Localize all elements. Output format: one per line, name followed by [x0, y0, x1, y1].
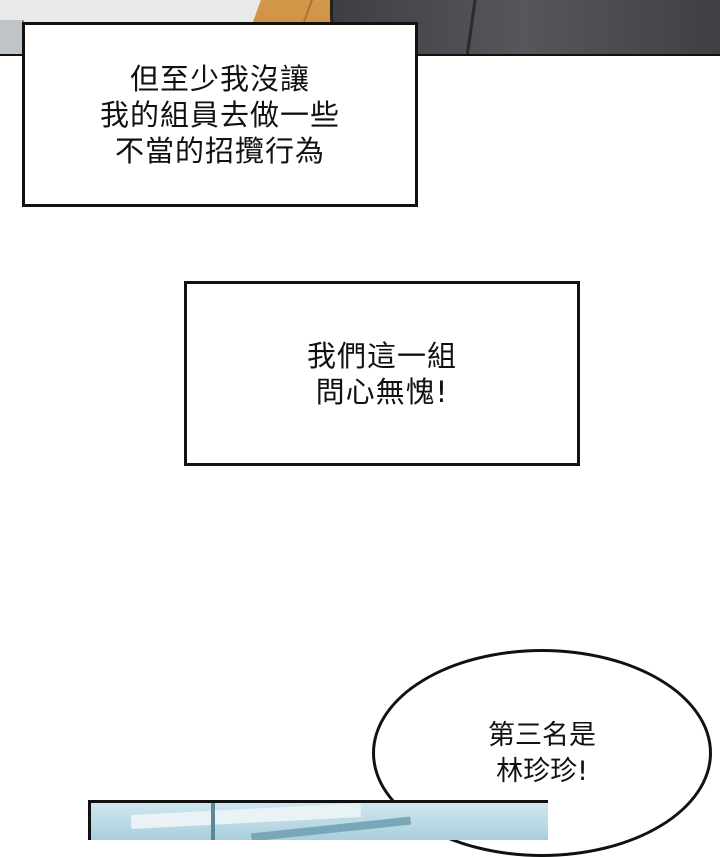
bottom-comic-panel: [88, 800, 548, 840]
caption-line: 但至少我沒讓: [129, 61, 310, 96]
caption-line: 不當的招攬行為: [114, 133, 325, 168]
ceiling-strut: [211, 803, 215, 840]
bubble-line: 林珍珍!: [496, 756, 588, 787]
caption-line: 問心無愧!: [315, 374, 449, 409]
narration-box-1: 但至少我沒讓 我的組員去做一些 不當的招攬行為: [22, 22, 418, 207]
desk-edge: [0, 20, 24, 56]
caption-line: 我們這一組: [306, 338, 457, 373]
narration-box-2: 我們這一組 問心無愧!: [184, 281, 580, 466]
speech-bubble-text: 第三名是 林珍珍!: [372, 718, 712, 790]
caption-line: 我的組員去做一些: [99, 97, 340, 132]
bubble-line: 第三名是: [488, 720, 596, 751]
